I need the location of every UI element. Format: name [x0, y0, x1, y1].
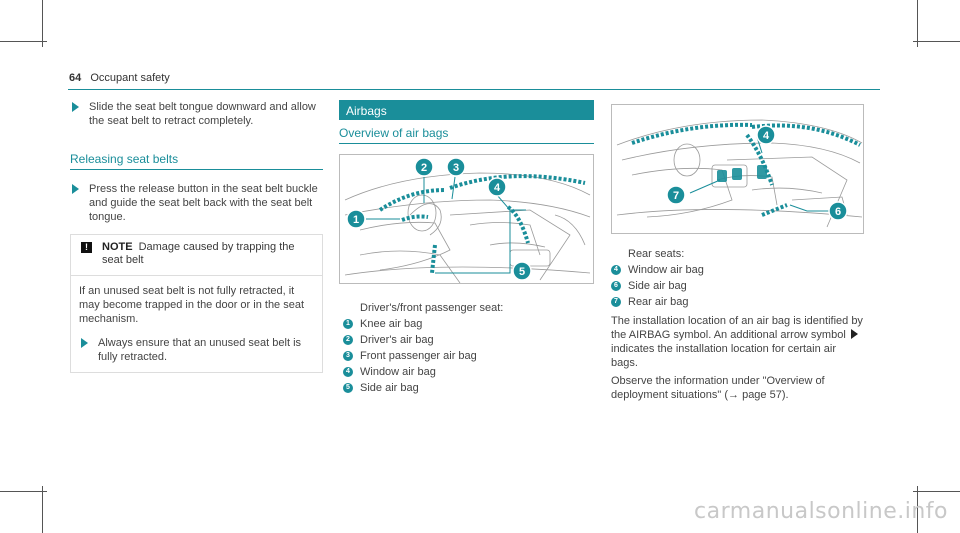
crop-mark	[917, 486, 918, 533]
note-body: If an unused seat belt is not fully retr…	[71, 276, 322, 372]
callout-badge: 6	[611, 281, 621, 291]
warning-icon: !	[81, 242, 92, 253]
step-text: Slide the seat belt tongue downward and …	[89, 101, 316, 127]
svg-text:3: 3	[453, 162, 459, 174]
instruction-step: Press the release button in the seat bel…	[70, 182, 323, 224]
svg-text:2: 2	[421, 162, 427, 174]
section-heading: Overview of air bags	[339, 126, 594, 144]
callout-6: 6	[828, 201, 848, 221]
header-divider	[68, 89, 880, 90]
crop-mark	[913, 41, 960, 42]
instruction-step: Slide the seat belt tongue downward and …	[70, 100, 323, 128]
car-interior-drawing: 4 6 7	[616, 119, 863, 228]
svg-text:7: 7	[673, 190, 679, 202]
callout-badge: 5	[343, 383, 353, 393]
callout-badge: 2	[343, 335, 353, 345]
svg-text:4: 4	[494, 182, 501, 194]
step-arrow-icon	[81, 338, 88, 348]
svg-text:1: 1	[353, 214, 359, 226]
step-arrow-icon	[72, 184, 79, 194]
callout-4: 4	[756, 125, 776, 145]
airbag-symbol-paragraph: The installation location of an air bag …	[611, 315, 863, 369]
crop-mark	[42, 486, 43, 533]
front-airbag-illustration: 1 2 3 4 5	[339, 154, 594, 284]
column-left: Slide the seat belt tongue downward and …	[70, 100, 323, 373]
callout-4: 4	[487, 177, 507, 197]
svg-text:6: 6	[835, 206, 841, 218]
note-label: NOTE	[102, 241, 133, 253]
section-banner: Airbags	[339, 100, 594, 120]
callout-badge: 4	[611, 265, 621, 275]
callout-badge: 4	[343, 367, 353, 377]
callout-badge: 1	[343, 319, 353, 329]
crop-mark	[917, 0, 918, 47]
watermark: carmanualsonline.info	[694, 499, 948, 524]
rear-airbag-illustration: 4 6 7	[611, 104, 864, 234]
page-header: 64 Occupant safety	[69, 72, 170, 84]
crop-mark	[913, 491, 960, 492]
note-title: Damage caused by trapping the seat belt	[102, 241, 295, 266]
callout-5: 5	[512, 261, 532, 281]
column-middle: Airbags Overview of air bags	[339, 100, 594, 396]
callout-3: 3	[446, 157, 466, 177]
step-arrow-icon	[72, 102, 79, 112]
callout-2: 2	[414, 157, 434, 177]
page-number: 64	[69, 72, 82, 84]
legend-intro: Driver's/front passenger seat:	[360, 302, 504, 314]
section-title: Occupant safety	[90, 72, 170, 84]
step-text: Always ensure that an unused seat belt i…	[98, 337, 302, 363]
callout-badge: 3	[343, 351, 353, 361]
crop-mark	[42, 0, 43, 47]
note-text: If an unused seat belt is not fully retr…	[79, 285, 305, 325]
callout-1: 1	[346, 209, 366, 229]
svg-text:4: 4	[763, 130, 770, 142]
callout-7: 7	[666, 185, 686, 205]
svg-text:5: 5	[519, 266, 525, 278]
cross-reference-paragraph: Observe the information under "Overview …	[611, 375, 825, 401]
step-text: Press the release button in the seat bel…	[89, 183, 318, 223]
callout-badge: 7	[611, 297, 621, 307]
car-interior-drawing: 1 2 3 4 5	[344, 157, 591, 283]
crop-mark	[0, 491, 47, 492]
section-heading: Releasing seat belts	[70, 152, 323, 170]
arrow-symbol-icon	[850, 329, 858, 339]
crop-mark	[0, 41, 47, 42]
legend-intro: Rear seats:	[628, 248, 685, 260]
instruction-step: Always ensure that an unused seat belt i…	[79, 336, 314, 364]
